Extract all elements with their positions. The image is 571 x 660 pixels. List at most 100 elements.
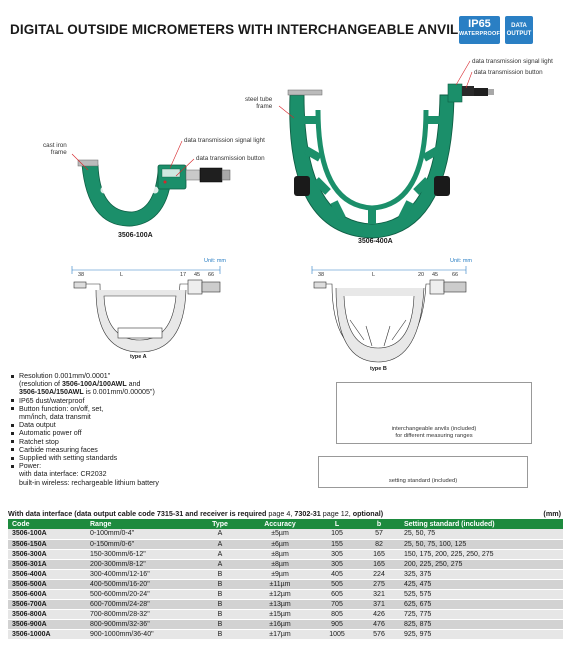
data-output-badge-line1: DATA (511, 23, 527, 29)
type-a-label: type A (130, 354, 147, 360)
cell-type: B (196, 609, 244, 620)
cell-code: 3506-500A (8, 579, 86, 590)
product-illustrations (71, 60, 514, 471)
feature-item: built-in wireless: rechargeable lithium … (10, 479, 159, 487)
cell-setting-standard: 425, 475 (400, 579, 563, 590)
cell-range: 400-500mm/16-20" (86, 579, 196, 590)
table-unit: (mm) (543, 509, 561, 518)
ip65-badge-sub: WATERPROOF (459, 31, 501, 37)
cell-l: 155 (316, 539, 358, 550)
cell-code: 3506-400A (8, 569, 86, 580)
cell-setting-standard: 825, 875 (400, 619, 563, 630)
feature-item: Ratchet stop (10, 438, 159, 446)
cell-accuracy: ±8µm (244, 549, 316, 560)
model-label-right: 3506-400A (358, 238, 393, 245)
feature-text: 3506-150A/150AWL (19, 388, 84, 397)
cell-type: A (196, 539, 244, 550)
ip65-badge: IP65 WATERPROOF (459, 16, 500, 44)
cell-setting-standard: 625, 675 (400, 599, 563, 610)
cell-accuracy: ±9µm (244, 569, 316, 580)
cell-range: 300-400mm/12-16" (86, 569, 196, 580)
callout-cast-iron-line1: cast iron (43, 142, 67, 149)
feature-text: is 0.001mm/0.00005") (83, 388, 155, 397)
anvils-box: interchangeable anvils (included) for di… (336, 382, 532, 444)
cell-range: 700-800mm/28-32" (86, 609, 196, 620)
col-header-b: b (358, 519, 400, 529)
feature-item: (resolution of 3506-100A/100AWL and (10, 380, 159, 388)
cell-b: 371 (358, 599, 400, 610)
setting-standard-caption: setting standard (included) (388, 478, 458, 484)
feature-text: Power: (19, 462, 42, 471)
feature-text: 3506-100A/100AWL (61, 380, 127, 389)
feature-item: with data interface: CR2032 (10, 470, 159, 478)
unit-label-b: Unit: mm (450, 258, 472, 264)
feature-item: IP65 dust/waterproof (10, 397, 159, 405)
cell-type: B (196, 599, 244, 610)
cell-range: 150-300mm/6-12" (86, 549, 196, 560)
cell-b: 82 (358, 539, 400, 550)
cell-b: 576 (358, 629, 400, 640)
cell-l: 705 (316, 599, 358, 610)
cell-code: 3506-700A (8, 599, 86, 610)
caption-pre: With data interface (data output cable c… (8, 509, 157, 518)
caption-code2: 7302-31 (294, 509, 321, 518)
type-b-label: type B (370, 366, 387, 372)
dim-b-5: 66 (452, 272, 459, 278)
cell-range: 0-150mm/0-6" (86, 539, 196, 550)
feature-text: Supplied with setting standards (19, 454, 118, 463)
feature-item: Resolution 0.001mm/0.0001" (10, 372, 159, 380)
cell-code: 3506-301A (8, 559, 86, 570)
feature-text: (resolution of (19, 380, 62, 389)
cell-code: 3506-150A (8, 539, 86, 550)
page-title: DIGITAL OUTSIDE MICROMETERS WITH INTERCH… (10, 22, 468, 37)
cell-code: 3506-800A (8, 609, 86, 620)
unit-label-a: Unit: mm (204, 258, 226, 264)
callout-cast-iron-line2: frame (50, 149, 67, 156)
anvils-caption-1: interchangeable anvils (included) (391, 426, 477, 432)
cell-range: 0-100mm/0-4" (86, 529, 196, 540)
dim-a-4: 45 (194, 272, 201, 278)
callout-steel-tube: steel tube frame (245, 96, 272, 110)
caption-code1: 7315-31 (156, 509, 184, 518)
feature-text: Ratchet stop (19, 437, 59, 446)
cell-b: 57 (358, 529, 400, 540)
col-header-accuracy: Accuracy (244, 519, 316, 529)
cell-l: 605 (316, 589, 358, 600)
caption-mid1: and receiver is required (183, 509, 269, 518)
cell-l: 905 (316, 619, 358, 630)
feature-text: with data interface: CR2032 (19, 470, 107, 479)
feature-text: and (126, 380, 141, 389)
cell-code: 3506-1000A (8, 629, 86, 640)
cell-b: 476 (358, 619, 400, 630)
cell-b: 165 (358, 549, 400, 560)
cell-accuracy: ±15µm (244, 609, 316, 620)
cell-range: 800-900mm/32-36" (86, 619, 196, 630)
cell-type: B (196, 589, 244, 600)
feature-item: mm/inch, data transmit (10, 413, 159, 421)
cell-b: 275 (358, 579, 400, 590)
cell-setting-standard: 525, 575 (400, 589, 563, 600)
cell-type: B (196, 579, 244, 590)
feature-text: Button function: on/off, set, (19, 404, 104, 413)
col-header-code: Code (8, 519, 86, 529)
cell-code: 3506-100A (8, 529, 86, 540)
cell-l: 1005 (316, 629, 358, 640)
cell-range: 200-300mm/8-12" (86, 559, 196, 570)
cell-range: 500-600mm/20-24" (86, 589, 196, 600)
cell-setting-standard: 725, 775 (400, 609, 563, 620)
cell-code: 3506-600A (8, 589, 86, 600)
cell-accuracy: ±5µm (244, 529, 316, 540)
cell-range: 900-1000mm/36-40" (86, 629, 196, 640)
cell-setting-standard: 200, 225, 250, 275 (400, 559, 563, 570)
feature-item: Button function: on/off, set, (10, 405, 159, 413)
feature-text: Carbide measuring faces (19, 445, 98, 454)
data-output-badge: DATA OUTPUT (505, 16, 533, 44)
cell-code: 3506-900A (8, 619, 86, 630)
micrometer-400a-image (287, 83, 494, 239)
cell-l: 405 (316, 569, 358, 580)
technical-drawing-type-b (311, 266, 467, 363)
col-header-l: L (316, 519, 358, 529)
